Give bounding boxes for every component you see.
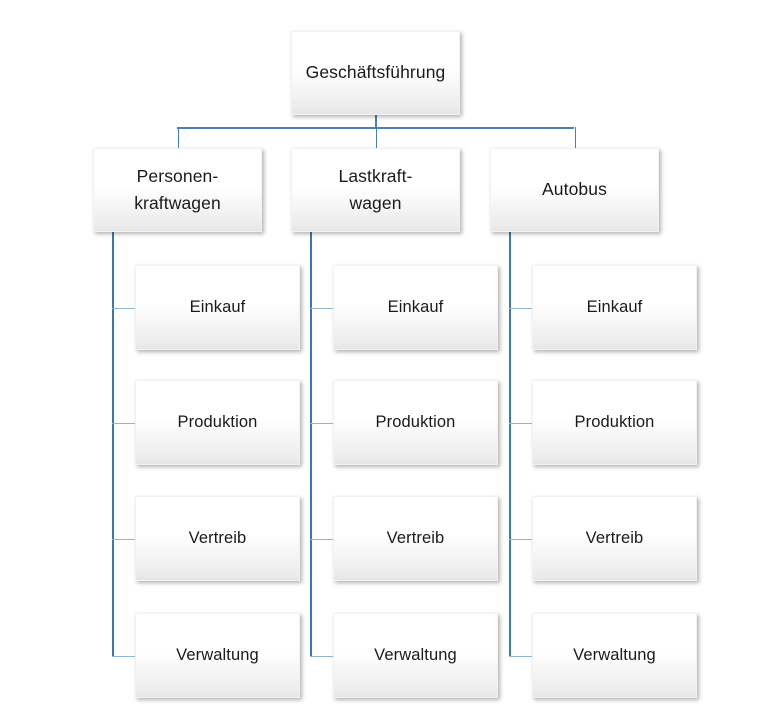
connector-stub-0-3 [112, 655, 135, 657]
node-label: Lastkraft- wagen [338, 165, 413, 213]
connector-stub-1-2 [310, 538, 333, 540]
connector-spine-1 [310, 232, 312, 656]
node-department-personenkraftwagen-vertreib[interactable]: Vertreib [135, 496, 300, 581]
connector-stub-2-1 [509, 422, 532, 424]
node-label: Einkauf [189, 297, 246, 316]
connector-division-drop-2 [574, 127, 576, 148]
node-department-autobus-vertreib[interactable]: Vertreib [532, 496, 697, 581]
node-department-personenkraftwagen-einkauf[interactable]: Einkauf [135, 265, 300, 350]
connector-root-drop [375, 115, 377, 127]
node-label: Vertreib [585, 528, 644, 547]
node-label: Personen- kraftwagen [134, 165, 221, 213]
connector-stub-1-3 [310, 655, 333, 657]
node-geschaeftsfuehrung[interactable]: Geschäftsführung [291, 31, 460, 115]
node-label: Produktion [375, 412, 456, 431]
node-department-autobus-einkauf[interactable]: Einkauf [532, 265, 697, 350]
node-label: Produktion [574, 412, 655, 431]
connector-stub-0-1 [112, 422, 135, 424]
connector-stub-2-0 [509, 307, 532, 309]
node-label: Produktion [177, 412, 258, 431]
connector-stub-0-0 [112, 307, 135, 309]
node-division-lastkraft-wagen[interactable]: Lastkraft- wagen [291, 148, 460, 232]
node-department-personenkraftwagen-verwaltung[interactable]: Verwaltung [135, 613, 300, 698]
node-label: Vertreib [188, 528, 247, 547]
node-department-personenkraftwagen-produktion[interactable]: Produktion [135, 380, 300, 465]
connector-spine-2 [509, 232, 511, 656]
node-label: Verwaltung [176, 645, 259, 664]
node-label: Vertreib [386, 528, 445, 547]
node-label: Autobus [542, 179, 607, 200]
node-label: Geschäftsführung [305, 62, 446, 83]
node-division-personen-kraftwagen[interactable]: Personen- kraftwagen [93, 148, 262, 232]
node-label: Verwaltung [573, 645, 656, 664]
node-division-autobus[interactable]: Autobus [490, 148, 659, 232]
node-department-autobus-produktion[interactable]: Produktion [532, 380, 697, 465]
connector-stub-2-2 [509, 538, 532, 540]
connector-stub-1-0 [310, 307, 333, 309]
connector-division-drop-0 [177, 127, 179, 148]
node-department-lastkraftwagen-vertreib[interactable]: Vertreib [333, 496, 498, 581]
node-label: Verwaltung [374, 645, 457, 664]
connector-stub-1-1 [310, 422, 333, 424]
connector-stub-0-2 [112, 538, 135, 540]
connector-division-drop-1 [375, 127, 377, 148]
node-department-lastkraftwagen-produktion[interactable]: Produktion [333, 380, 498, 465]
connector-stub-2-3 [509, 655, 532, 657]
node-department-lastkraftwagen-einkauf[interactable]: Einkauf [333, 265, 498, 350]
node-label: Einkauf [586, 297, 643, 316]
node-department-lastkraftwagen-verwaltung[interactable]: Verwaltung [333, 613, 498, 698]
node-department-autobus-verwaltung[interactable]: Verwaltung [532, 613, 697, 698]
node-label: Einkauf [387, 297, 444, 316]
connector-spine-0 [112, 232, 114, 656]
